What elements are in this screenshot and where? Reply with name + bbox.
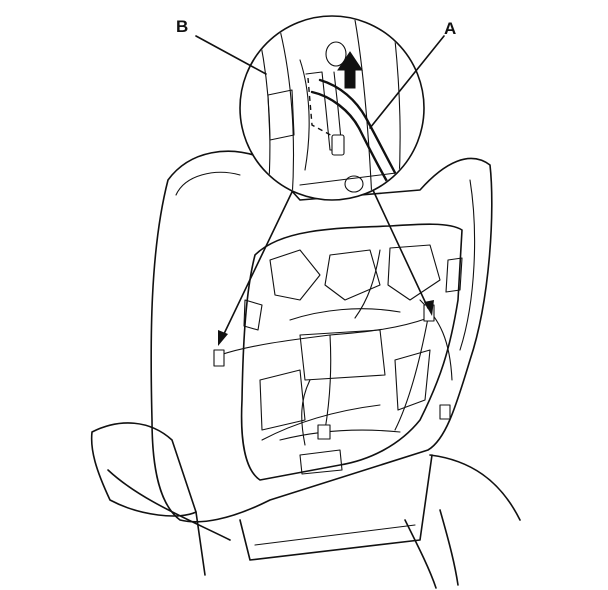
callout-leader-a bbox=[369, 35, 445, 129]
leader-arrowhead-left bbox=[218, 330, 228, 346]
seat-back-shell bbox=[150, 150, 493, 561]
callout-leaders bbox=[195, 35, 445, 129]
callout-label-a: A bbox=[444, 19, 456, 38]
callout-label-b: B bbox=[176, 17, 188, 36]
detail-magnifier bbox=[239, 15, 425, 201]
seat-cushion bbox=[90, 422, 521, 589]
leader-arrowhead-right bbox=[424, 300, 434, 316]
arrow-up-icon bbox=[337, 51, 363, 89]
callout-leader-b bbox=[195, 35, 267, 75]
seat-frame bbox=[213, 223, 463, 481]
leader-lines bbox=[218, 187, 434, 346]
